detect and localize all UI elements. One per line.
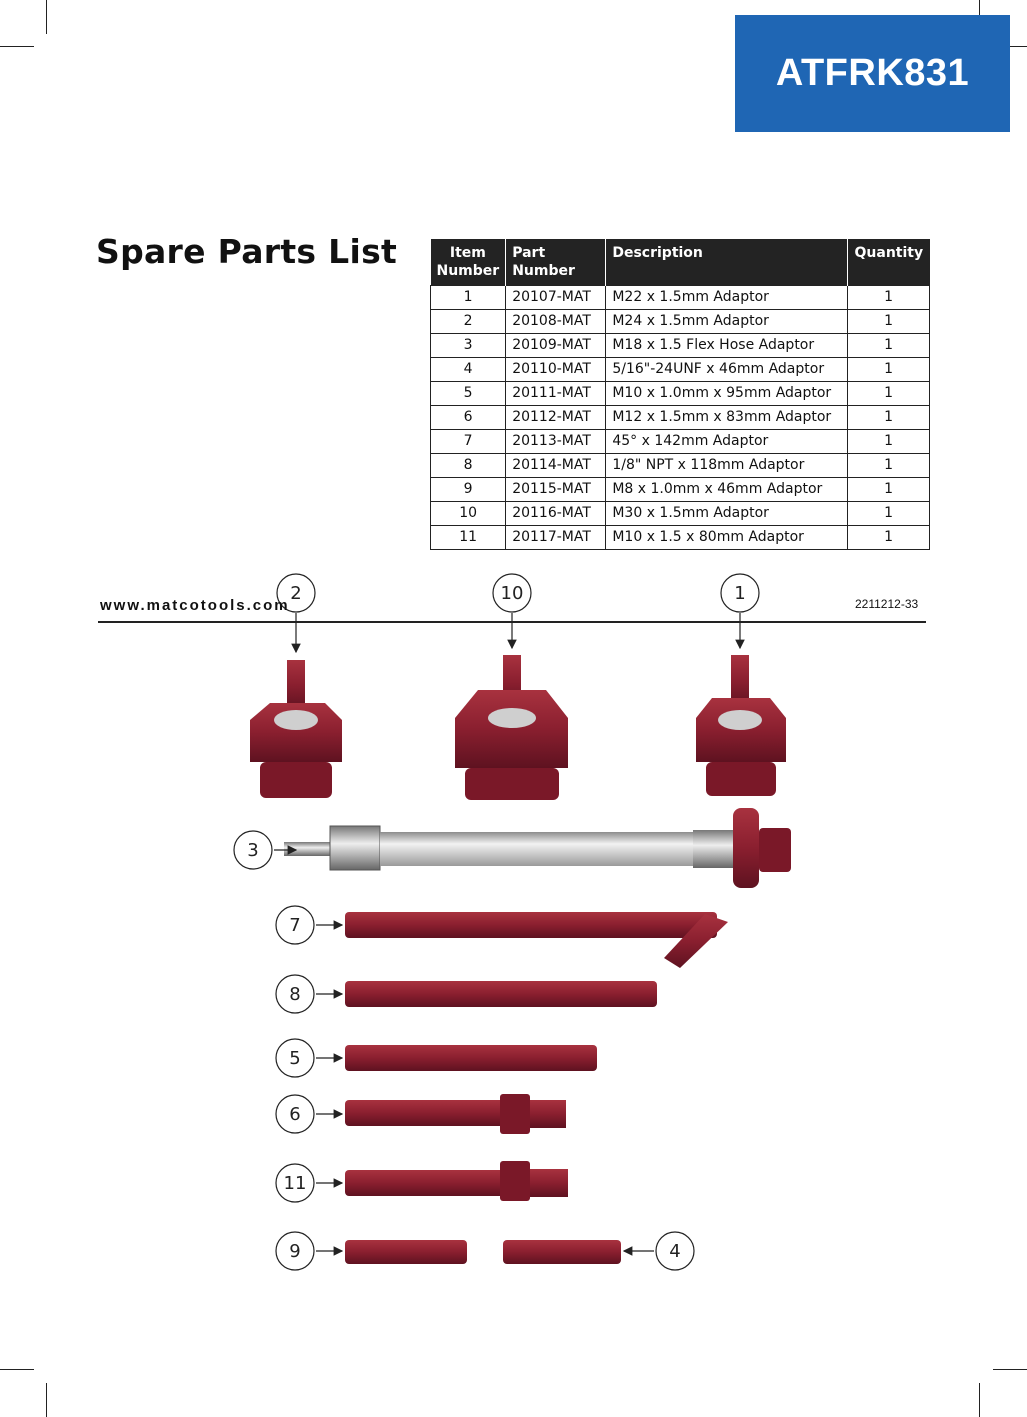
- cell-part-number: 20115-MAT: [505, 477, 607, 502]
- cell-part-number: 20117-MAT: [505, 525, 607, 550]
- header-quantity: Quantity: [847, 239, 930, 286]
- cell-description: M30 x 1.5mm Adaptor: [605, 501, 849, 526]
- cell-part-number: 20107-MAT: [505, 285, 607, 310]
- cell-part-number: 20112-MAT: [505, 405, 607, 430]
- callout-2: 2: [290, 583, 301, 604]
- cell-part-number: 20111-MAT: [505, 381, 607, 406]
- cell-quantity: 1: [847, 357, 930, 382]
- crop-mark: [0, 1369, 34, 1370]
- footer-url[interactable]: www.matcotools.com: [100, 597, 290, 614]
- cell-description: 5/16"-24UNF x 46mm Adaptor: [605, 357, 849, 382]
- callout-3: 3: [247, 840, 258, 861]
- adaptor-5-illustration: [345, 1045, 597, 1071]
- section-title: Spare Parts List: [96, 232, 398, 271]
- cell-description: M24 x 1.5mm Adaptor: [605, 309, 849, 334]
- cell-quantity: 1: [847, 525, 930, 550]
- crop-mark: [979, 1383, 980, 1417]
- cell-description: M10 x 1.0mm x 95mm Adaptor: [605, 381, 849, 406]
- cell-quantity: 1: [847, 285, 930, 310]
- cell-quantity: 1: [847, 501, 930, 526]
- cell-quantity: 1: [847, 333, 930, 358]
- cell-quantity: 1: [847, 477, 930, 502]
- model-badge: ATFRK831: [735, 15, 1010, 132]
- callout-7: 7: [289, 915, 300, 936]
- cell-description: M8 x 1.0mm x 46mm Adaptor: [605, 477, 849, 502]
- cell-item-number: 6: [429, 405, 507, 430]
- callout-4: 4: [669, 1241, 680, 1262]
- crop-mark: [993, 1369, 1027, 1370]
- callout-8: 8: [289, 984, 300, 1005]
- header-description: Description: [605, 239, 848, 286]
- cell-item-number: 2: [429, 309, 507, 334]
- adaptor-1-illustration: [696, 655, 786, 796]
- cell-description: M12 x 1.5mm x 83mm Adaptor: [605, 405, 849, 430]
- crop-mark: [0, 46, 34, 47]
- cell-part-number: 20114-MAT: [505, 453, 607, 478]
- cell-item-number: 8: [429, 453, 507, 478]
- adaptor-10-illustration: [455, 655, 568, 800]
- cell-item-number: 3: [429, 333, 507, 358]
- cell-item-number: 10: [429, 501, 507, 526]
- adaptor-11-illustration: [345, 1161, 568, 1201]
- cell-description: 1/8" NPT x 118mm Adaptor: [605, 453, 849, 478]
- cell-quantity: 1: [847, 381, 930, 406]
- cell-quantity: 1: [847, 405, 930, 430]
- cell-description: 45° x 142mm Adaptor: [605, 429, 849, 454]
- crop-mark: [993, 46, 1027, 47]
- callout-1: 1: [734, 583, 745, 604]
- cell-description: M22 x 1.5mm Adaptor: [605, 285, 849, 310]
- cell-quantity: 1: [847, 309, 930, 334]
- callout-9: 9: [289, 1241, 300, 1262]
- adaptor-9-illustration: [345, 1240, 467, 1264]
- callout-5: 5: [289, 1048, 300, 1069]
- footer-doc-code: 2211212-33: [855, 597, 919, 611]
- crop-mark: [46, 1383, 47, 1417]
- cell-item-number: 4: [429, 357, 507, 382]
- cell-quantity: 1: [847, 453, 930, 478]
- cell-description: M18 x 1.5 Flex Hose Adaptor: [605, 333, 849, 358]
- cell-part-number: 20113-MAT: [505, 429, 607, 454]
- crop-mark: [46, 0, 47, 34]
- parts-illustration: 2 10 1 3 7 8 5 6 11 9 4: [233, 573, 791, 1271]
- cell-part-number: 20110-MAT: [505, 357, 607, 382]
- footer-rule: [98, 621, 926, 623]
- callout-11: 11: [284, 1173, 307, 1194]
- callout-6: 6: [289, 1104, 300, 1125]
- cell-quantity: 1: [847, 429, 930, 454]
- adaptor-4-illustration: [503, 1240, 621, 1264]
- cell-part-number: 20116-MAT: [505, 501, 607, 526]
- adaptor-6-illustration: [345, 1094, 566, 1134]
- callout-10: 10: [501, 583, 524, 604]
- adaptor-7-illustration: [345, 912, 728, 968]
- cell-item-number: 7: [429, 429, 507, 454]
- cell-item-number: 9: [429, 477, 507, 502]
- adaptor-3-illustration: [284, 808, 791, 888]
- adaptor-2-illustration: [250, 660, 342, 798]
- cell-part-number: 20108-MAT: [505, 309, 607, 334]
- cell-description: M10 x 1.5 x 80mm Adaptor: [605, 525, 849, 550]
- cell-item-number: 5: [429, 381, 507, 406]
- cell-item-number: 11: [429, 525, 507, 550]
- cell-part-number: 20109-MAT: [505, 333, 607, 358]
- adaptor-8-illustration: [345, 981, 657, 1007]
- cell-item-number: 1: [429, 285, 507, 310]
